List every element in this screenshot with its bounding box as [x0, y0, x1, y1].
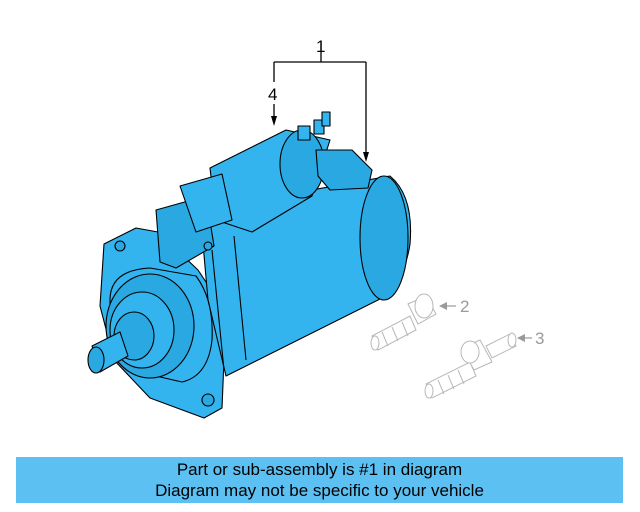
callout-3-leader	[517, 334, 532, 342]
bolt-icon	[370, 293, 437, 351]
callout-1-arrowhead	[363, 152, 369, 162]
callout-4-label: 4	[268, 85, 277, 104]
info-banner: Part or sub-assembly is #1 in diagram Di…	[16, 457, 623, 503]
callout-2-leader	[439, 302, 456, 310]
callout-3-label: 3	[535, 329, 544, 348]
callout-1-leader	[273, 52, 367, 156]
callout-4-leader	[271, 104, 277, 126]
callout-1-label: 1	[316, 37, 325, 56]
banner-line-1: Part or sub-assembly is #1 in diagram	[176, 460, 463, 479]
stud-bolt-icon	[424, 332, 517, 399]
callout-2-label: 2	[460, 297, 469, 316]
parts-diagram: 1 4	[87, 37, 544, 419]
starter-motor-icon	[87, 111, 412, 419]
banner-line-2: Diagram may not be specific to your vehi…	[155, 481, 484, 500]
